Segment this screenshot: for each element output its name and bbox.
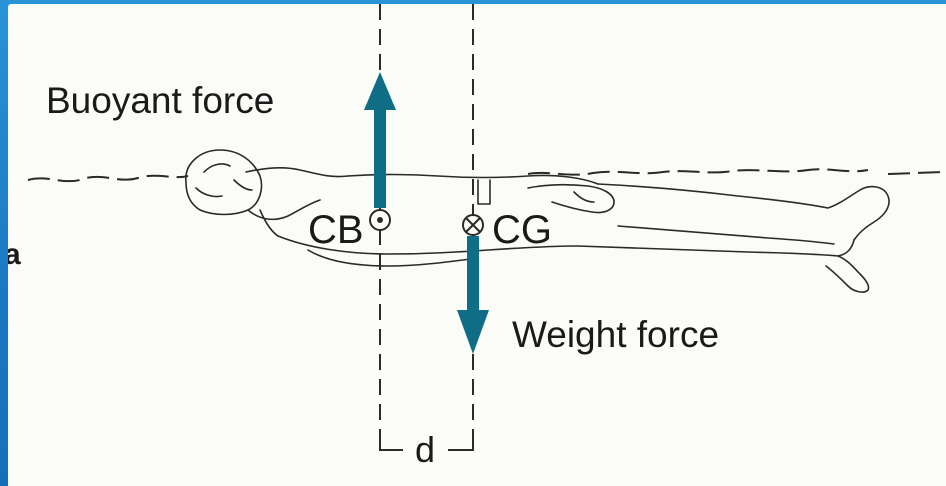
center-of-buoyancy-label: CB (308, 210, 364, 250)
distance-label: d (415, 432, 435, 468)
buoyant-force-arrow (364, 72, 396, 208)
floating-body-diagram (8, 4, 946, 486)
center-of-gravity-marker (463, 215, 483, 235)
weight-force-arrow (457, 236, 489, 354)
center-of-gravity-label: CG (492, 210, 552, 250)
cropped-text-fragment: a (8, 240, 21, 270)
center-of-buoyancy-dot (377, 217, 383, 223)
water-surface-line (28, 169, 943, 181)
buoyant-force-label: Buoyant force (46, 82, 274, 119)
diagram-panel: Buoyant force Weight force CB CG d a (8, 4, 946, 486)
weight-force-label: Weight force (512, 316, 719, 353)
